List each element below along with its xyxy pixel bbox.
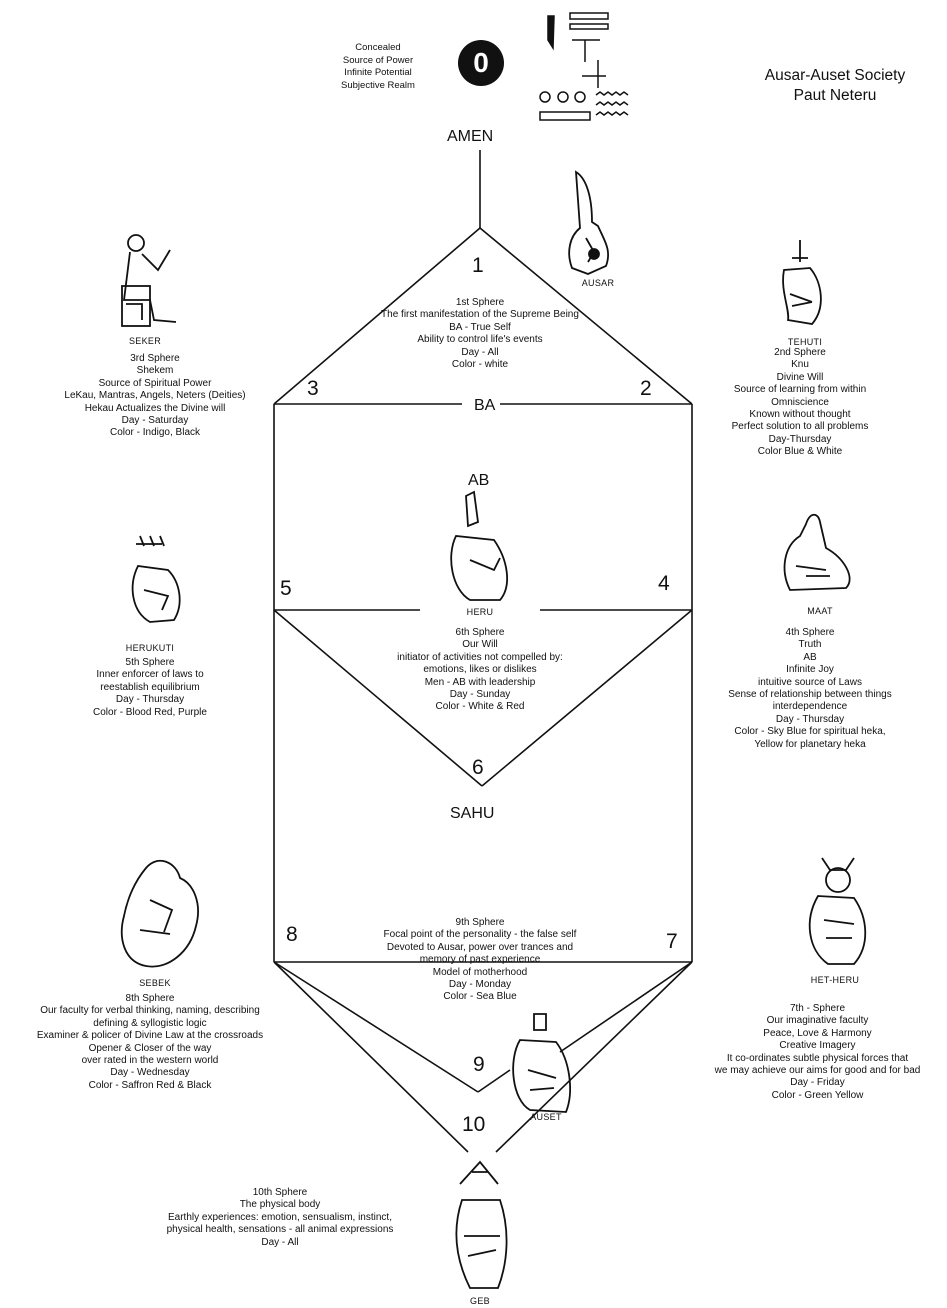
het-heru-figure-icon — [808, 857, 867, 965]
org-name: Ausar-Auset Society — [764, 67, 906, 84]
auset-figure-icon — [512, 1013, 571, 1113]
sphere-number-8: 8 — [286, 923, 298, 946]
herukuti-figure-icon — [131, 535, 181, 623]
tehuti-name: TEHUTI — [787, 337, 823, 347]
sphere-number-4: 4 — [658, 572, 670, 595]
sphere-number-7: 7 — [666, 930, 678, 953]
hieroglyph-glyphs — [539, 12, 629, 121]
ab-label: AB — [468, 472, 490, 489]
heru-figure-icon — [450, 490, 508, 601]
geb-figure-icon — [455, 1160, 508, 1289]
sphere-number-10: 10 — [462, 1113, 486, 1136]
auset-name: AUSET — [530, 1112, 562, 1122]
sebek-name: SEBEK — [139, 978, 171, 988]
concealed-text: Concealed Source of Power Infinite Poten… — [341, 42, 415, 91]
het-heru-name: HET-HERU — [810, 975, 860, 985]
connector-lines — [273, 150, 693, 1153]
maat-figure-icon — [783, 513, 851, 591]
ausar-figure-icon — [568, 170, 610, 275]
sphere-0-circle: 0 — [458, 40, 504, 86]
sphere-number-5: 5 — [280, 577, 292, 600]
amen-label: AMEN — [447, 128, 494, 145]
sphere-number-2: 2 — [640, 377, 652, 400]
seker-name: SEKER — [128, 336, 161, 346]
sphere-number-9: 9 — [473, 1053, 485, 1076]
heru-name: HERU — [420, 607, 540, 617]
seker-figure-icon — [121, 234, 177, 327]
maat-name: MAAT — [807, 606, 833, 616]
sphere-number-1: 1 — [472, 254, 484, 277]
sphere-number-3: 3 — [307, 377, 319, 400]
geb-name: GEB — [470, 1296, 490, 1306]
org-subtitle: Paut Neteru — [793, 87, 877, 104]
ba-label: BA — [470, 397, 500, 415]
tehuti-figure-icon — [782, 240, 822, 325]
sahu-label: SAHU — [450, 805, 495, 822]
org-title: Ausar-Auset Society Paut Neteru — [730, 66, 940, 106]
sphere-number-6: 6 — [472, 756, 484, 779]
sebek-figure-icon — [120, 859, 199, 968]
ausar-name: AUSAR — [581, 278, 615, 288]
herukuti-name: HERUKUTI — [125, 643, 175, 653]
